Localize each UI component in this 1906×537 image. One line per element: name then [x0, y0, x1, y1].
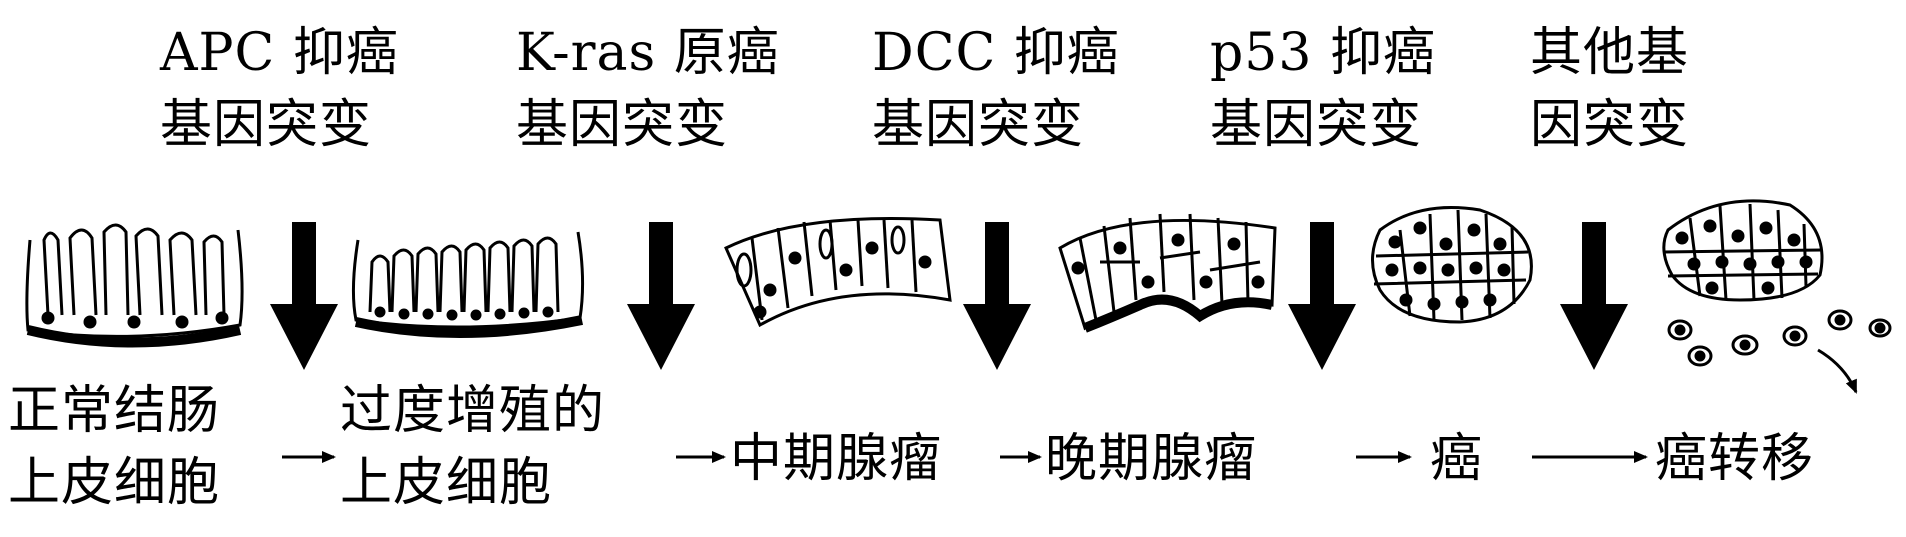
mutation-label-dcc-line2: 基因突变 [872, 95, 1085, 155]
mutation-label-other-line1: 其他基 [1530, 23, 1690, 83]
mutation-label-apc-line2: 基因突变 [160, 95, 373, 155]
mutation-arrow-5 [1560, 222, 1628, 370]
stage-label-metastasis: 癌转移 [1655, 429, 1815, 489]
stage-label-normal-line1: 正常结肠 [8, 381, 221, 441]
stage-label-normal-line2: 上皮细胞 [8, 453, 221, 513]
mutation-label-dcc-line1: DCC 抑癌 [872, 23, 1120, 83]
mutation-arrow-4 [1288, 222, 1356, 370]
mutation-label-p53-line2: 基因突变 [1210, 95, 1423, 155]
mutation-label-p53-line1: p53 抑癌 [1210, 23, 1436, 83]
cancer-cluster-illustration [1371, 206, 1533, 324]
stage-label-cancer: 癌 [1430, 429, 1484, 489]
hyperplastic-epithelium-illustration [351, 231, 585, 338]
mutation-arrow-2 [627, 222, 695, 370]
normal-epithelium-illustration [25, 223, 244, 348]
mutation-label-other-line2: 因突变 [1530, 95, 1690, 155]
stage-label-hyperplastic-line2: 上皮细胞 [340, 453, 553, 513]
late-adenoma-illustration [1058, 213, 1277, 333]
stage-label-late-adenoma: 晚期腺瘤 [1045, 429, 1258, 489]
mutation-label-kras-line2: 基因突变 [516, 95, 729, 155]
mutation-arrow-3 [963, 222, 1031, 370]
mutation-label-apc-line1: APC 抑癌 [160, 23, 399, 83]
mutation-label-kras-line1: K-ras 原癌 [516, 23, 780, 83]
intermediate-adenoma-illustration [724, 217, 952, 328]
metastasis-illustration [1662, 199, 1892, 394]
stage-label-hyperplastic-line1: 过度增殖的 [340, 381, 606, 441]
stage-label-intermediate-adenoma: 中期腺瘤 [730, 429, 943, 489]
mutation-arrow-1 [270, 222, 338, 370]
